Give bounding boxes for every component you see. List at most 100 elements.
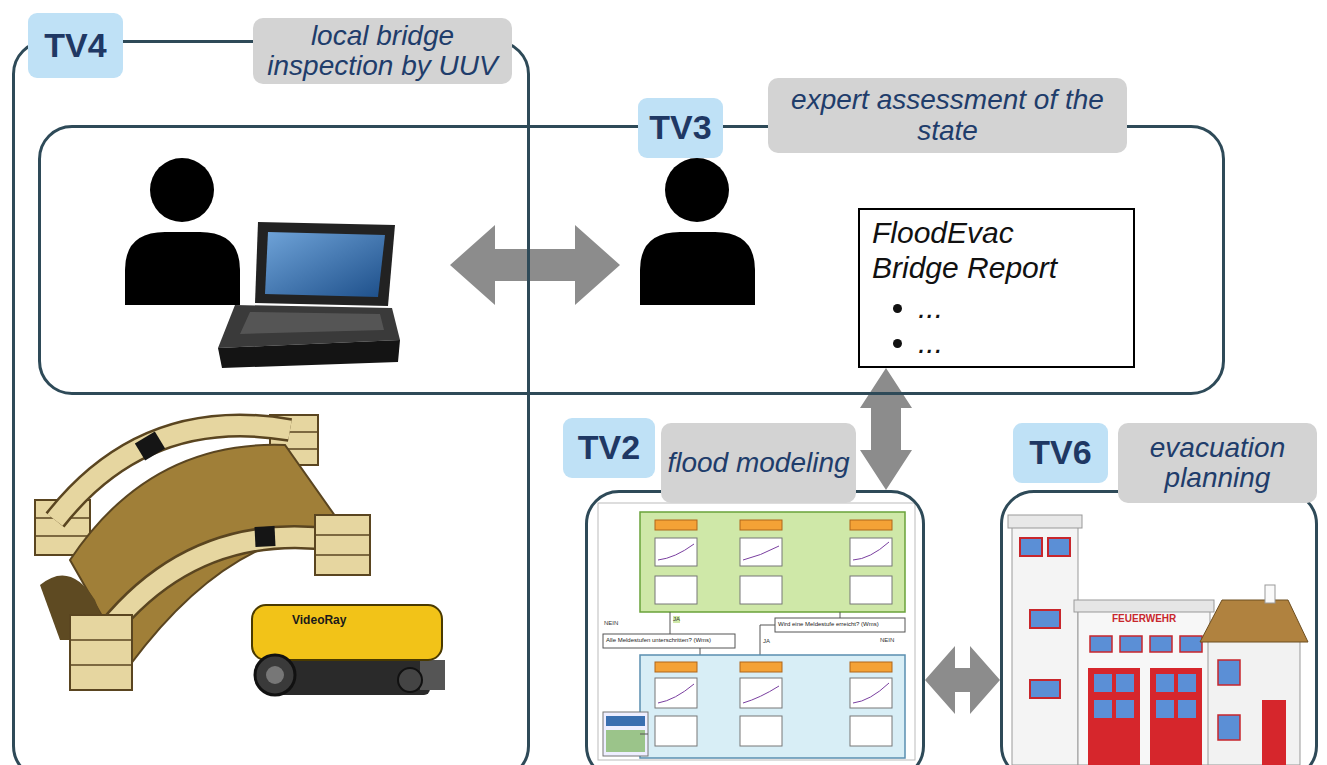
fire-station-picture [1008,515,1308,765]
fire-station-picture [1078,610,1210,765]
fire-station-picture [1020,538,1042,556]
fire-station-picture [1218,660,1240,685]
package-title: local bridge inspection by UUV [257,21,508,81]
report-box: FloodEvac Bridge Report...... [858,208,1135,368]
package-tag: TV6 [1013,423,1108,483]
flood-model-flowchart [740,538,782,566]
flood-model-flowchart [658,544,694,560]
flood-model-flowchart [840,612,841,618]
underwater-vehicle [252,605,445,695]
flood-model-flowchart [850,662,892,672]
flood-model-flowchart [740,678,782,708]
underwater-vehicle [255,655,295,695]
fire-station-picture [1088,668,1140,765]
fire-station-picture [1030,680,1060,698]
fire-station-picture [1116,674,1134,692]
bridge-drawing [315,515,370,575]
package-tag: TV4 [28,13,123,78]
inspector-person-icon [125,158,240,305]
figure-label: NEIN [604,620,618,627]
fire-station-picture [1120,636,1142,652]
fire-station-picture [1178,700,1196,718]
fire-station-picture [1030,610,1060,628]
work-package-box: TV4local bridge inspection by UUV [12,40,530,765]
flood-model-flowchart [740,716,782,746]
fire-station-picture [1180,636,1202,652]
fire-station-picture [1150,668,1202,765]
bridge-drawing [70,615,132,690]
report-item: ... [918,326,1121,361]
package-id: TV2 [578,429,640,466]
flood-model-flowchart [850,576,892,604]
fire-station-picture [1200,600,1308,642]
flood-model-flowchart [740,662,782,672]
exchange-double-arrow [450,225,620,305]
fire-station-picture [1178,674,1196,692]
flood-model-flowchart [606,730,645,752]
figure-label: JA [673,616,680,623]
flood-model-flowchart [850,716,892,746]
expert-person-icon [640,158,755,305]
exchange-arrow [860,368,912,490]
figure-label: FEUERWEHR [1112,613,1176,624]
flood-model-flowchart [603,634,735,648]
package-title: evacuation planning [1122,433,1313,493]
inspector-person-icon [150,158,214,222]
expert-person-icon [640,232,755,305]
figure-label: JA [763,638,770,645]
figure-label: Wird eine Meldestufe erreicht? (Wms) [778,621,879,628]
flood-model-flowchart [853,542,889,560]
laptop-picture [218,340,400,368]
fire-station-picture [1156,700,1174,718]
report-list: ...... [872,291,1121,360]
fire-station-picture [1150,636,1172,652]
fire-station-picture [1074,600,1214,612]
flood-model-flowchart [655,678,697,708]
bridge-drawing [70,664,132,666]
flood-model-flowchart [640,512,905,612]
package-id: TV6 [1029,434,1091,471]
fire-station-picture [1090,636,1112,652]
bridge-drawing [315,534,370,536]
fire-station-picture [1218,715,1240,740]
fire-station-picture [1265,585,1275,603]
flood-model-flowchart [655,662,697,672]
flood-model-flowchart [743,546,779,560]
package-title: expert assessment of the state [772,85,1123,145]
laptop-picture [240,312,384,334]
package-id: TV3 [649,109,711,146]
inspector-person-icon [125,232,240,305]
flood-model-flowchart [606,716,645,726]
flood-model-flowchart [658,684,694,703]
flood-model-flowchart [850,520,892,530]
fire-station-picture [1094,700,1112,718]
fire-station-picture [1012,520,1078,765]
report-item: ... [918,291,1121,326]
flood-model-flowchart [655,520,697,530]
fire-station-picture [1094,674,1112,692]
bridge-drawing [255,536,275,537]
exchange-double-arrow [450,225,620,305]
bridge-drawing [35,535,90,537]
figure-label: NEIN [880,637,894,644]
flood-model-flowchart [760,625,775,655]
fire-station-picture [1208,640,1300,765]
work-package-box: TV6evacuation planning [1000,490,1318,765]
flood-model-flowchart [603,712,648,756]
expert-person-icon [665,158,729,222]
flood-model-flowchart [655,538,697,566]
flood-model-flowchart [640,655,905,758]
laptop-picture [218,222,400,368]
flood-model-flowchart [850,538,892,566]
laptop-picture [265,232,385,297]
fire-station-picture [1262,700,1286,765]
bridge-drawing [55,426,290,520]
underwater-vehicle [420,660,445,690]
flood-model-flowchart [700,648,701,655]
flood-model-flowchart [640,734,648,735]
fire-station-picture [1008,515,1082,528]
laptop-picture [255,222,395,306]
package-title-pill: local bridge inspection by UUV [253,18,512,84]
flood-model-flowchart [670,612,671,634]
